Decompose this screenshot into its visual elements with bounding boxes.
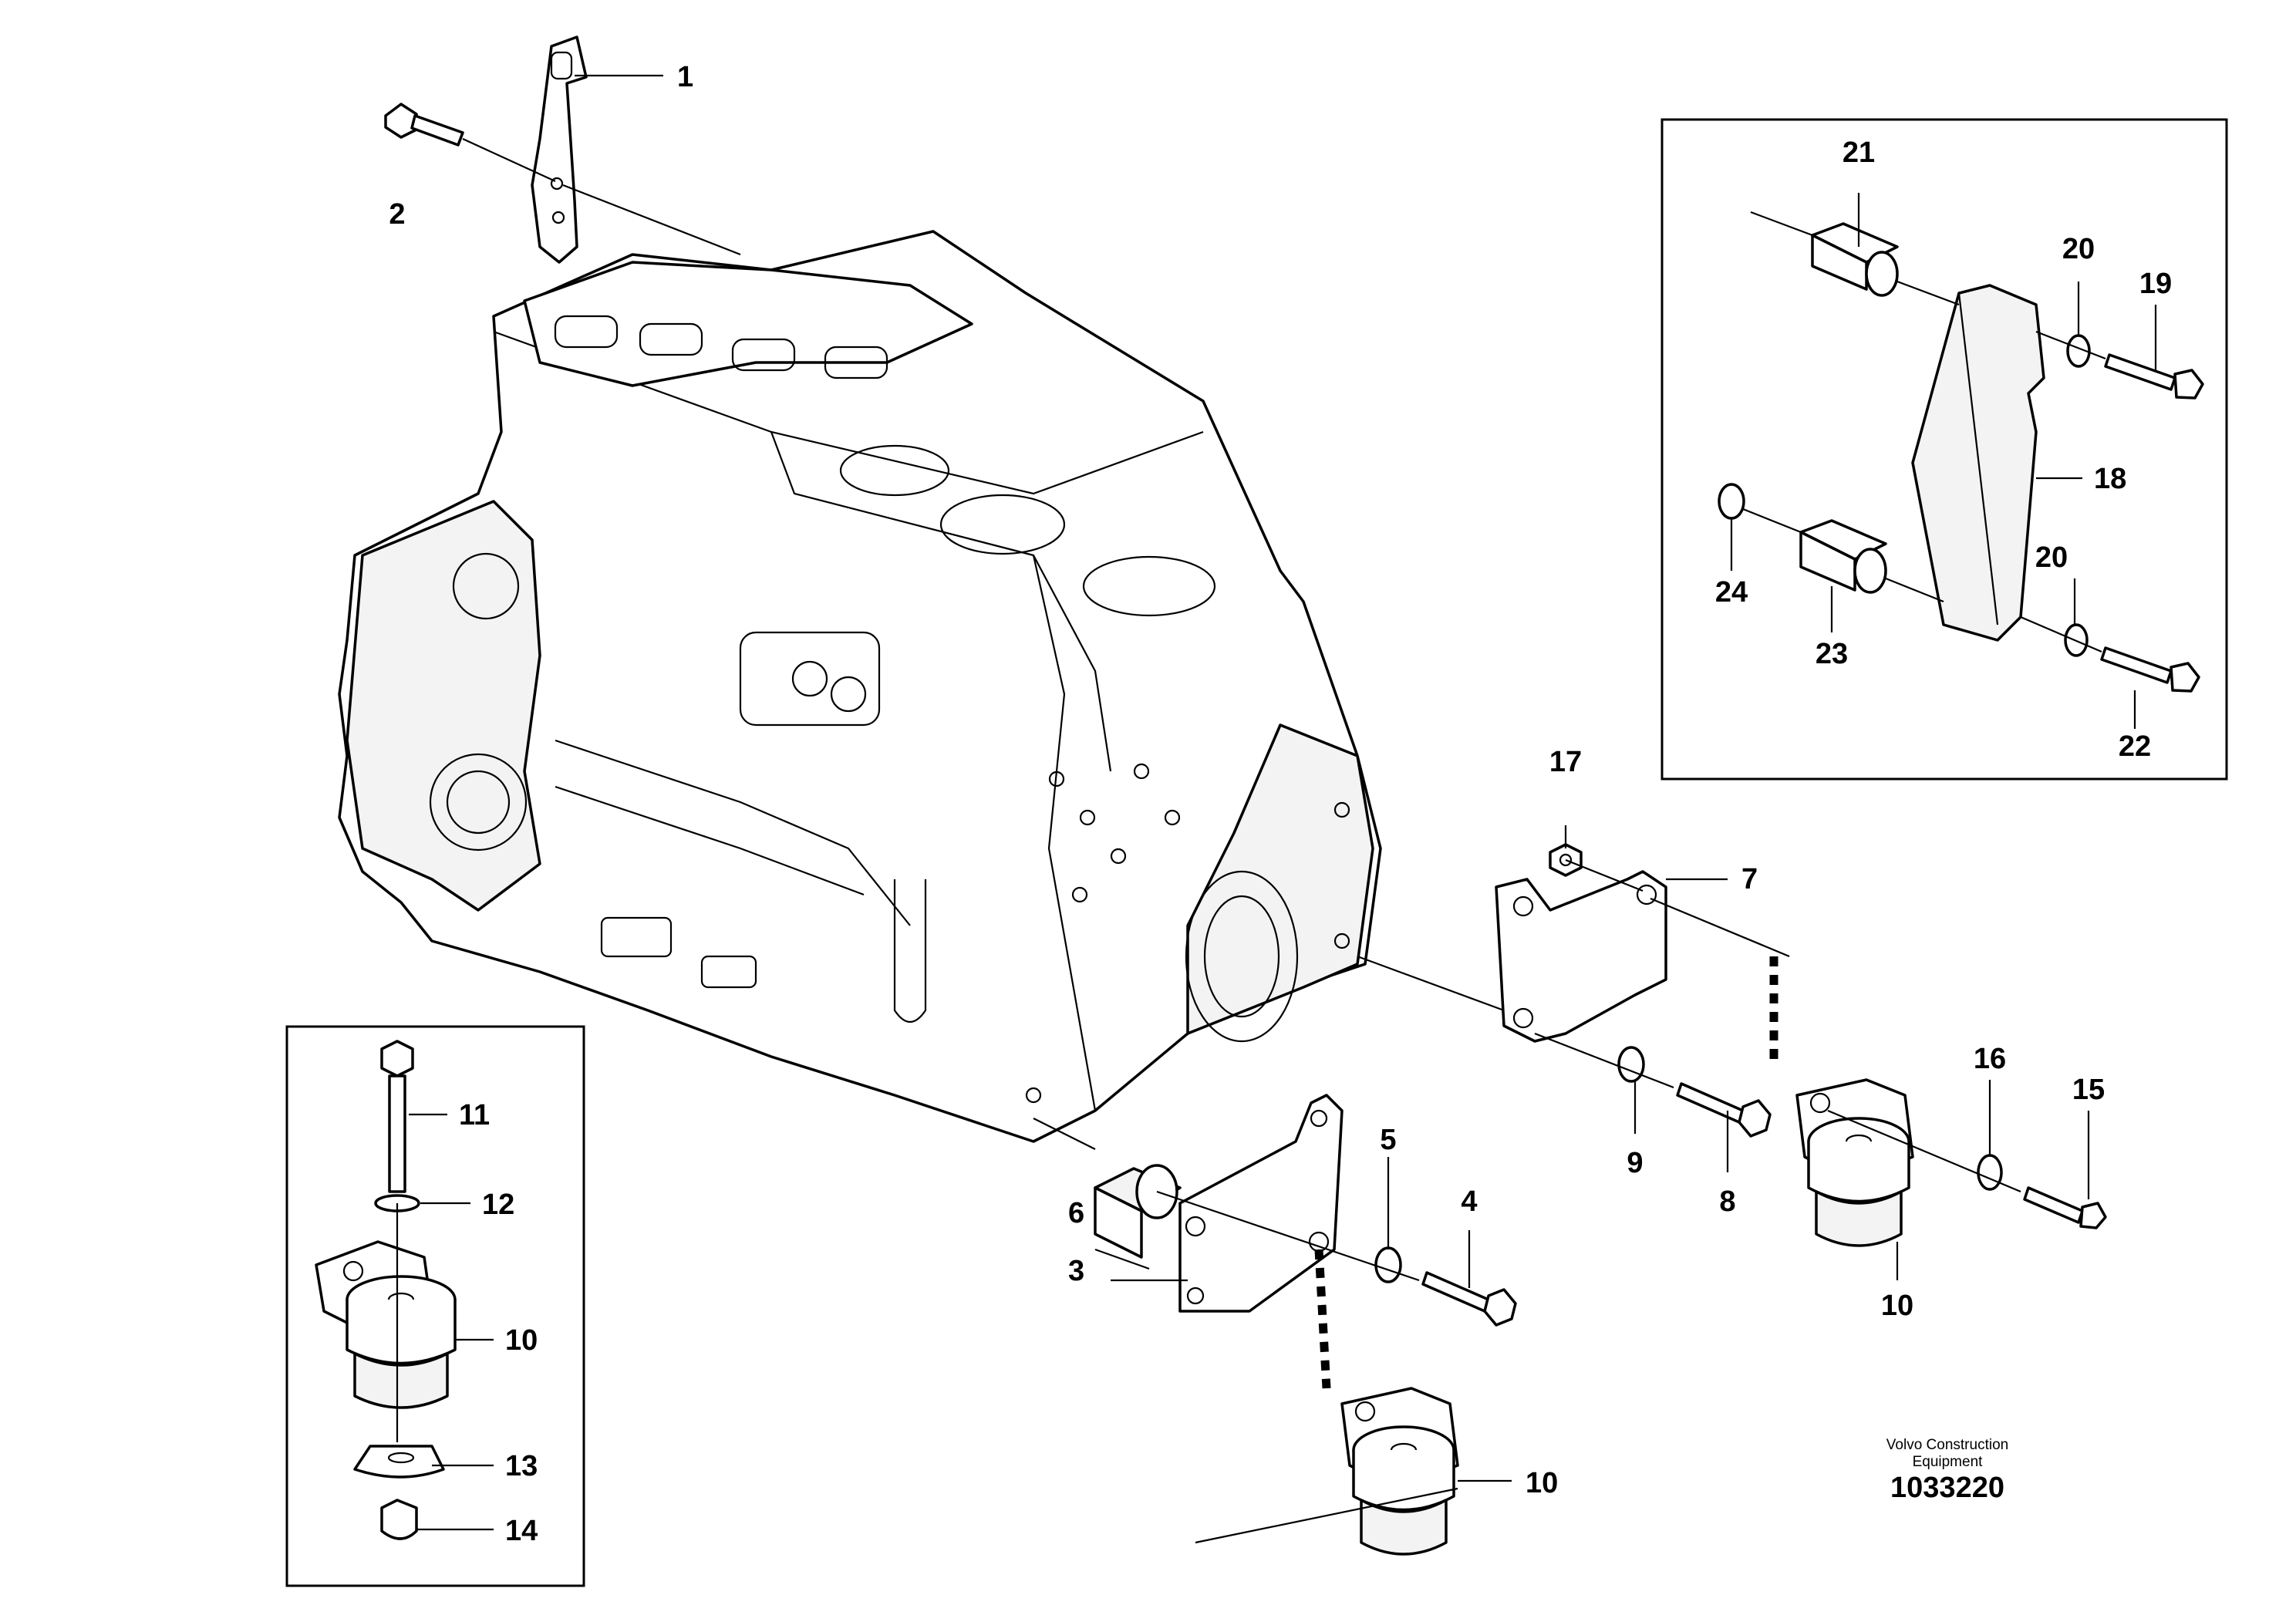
inset-box-upper-right bbox=[1660, 118, 2228, 781]
callout-20-top: 20 bbox=[2062, 233, 2095, 265]
lifting-eye-part-1 bbox=[531, 35, 588, 264]
callout-7: 7 bbox=[1741, 863, 1758, 895]
caption-company-line2: Equipment bbox=[1912, 1454, 1983, 1470]
callout-8: 8 bbox=[1719, 1185, 1735, 1218]
callout-24: 24 bbox=[1715, 576, 1748, 609]
callout-22: 22 bbox=[2119, 730, 2151, 763]
callout-2: 2 bbox=[389, 198, 405, 231]
rubber-mount-part-10-bottom bbox=[1340, 1387, 1459, 1556]
callout-6: 6 bbox=[1068, 1197, 1084, 1229]
callout-labels: 1 2 3 4 5 6 7 8 9 10 10 10 11 12 13 14 1… bbox=[389, 61, 2172, 1547]
bolt-part-2 bbox=[384, 103, 464, 147]
bolt-part-15 bbox=[2023, 1186, 2107, 1229]
callout-15: 15 bbox=[2072, 1074, 2105, 1106]
inset-box-lower-left bbox=[285, 1025, 585, 1587]
callout-18: 18 bbox=[2094, 463, 2126, 495]
callout-12: 12 bbox=[482, 1189, 514, 1221]
caption-drawing-number: 1033220 bbox=[1890, 1472, 2004, 1504]
caption-block: Volvo Construction Equipment 1033220 bbox=[1774, 1437, 2121, 1505]
rubber-mount-part-10-right bbox=[1795, 1078, 1914, 1247]
mount-bracket-part-7 bbox=[1495, 870, 1667, 1043]
mount-bracket-part-3 bbox=[1178, 1094, 1344, 1313]
washer-part-5 bbox=[1374, 1246, 1402, 1283]
callout-21: 21 bbox=[1843, 137, 1875, 169]
callout-1: 1 bbox=[677, 61, 693, 93]
callout-9: 9 bbox=[1627, 1147, 1643, 1179]
callout-10-inset: 10 bbox=[505, 1324, 538, 1357]
callout-20-bottom: 20 bbox=[2035, 541, 2068, 574]
leader-lines bbox=[409, 74, 2157, 1544]
callout-3: 3 bbox=[1068, 1255, 1084, 1287]
caption-company: Volvo Construction bbox=[1886, 1437, 2009, 1453]
callout-11: 11 bbox=[459, 1099, 490, 1131]
washer-part-16 bbox=[1977, 1154, 2003, 1191]
callout-17: 17 bbox=[1549, 746, 1582, 778]
engine-block bbox=[338, 230, 1382, 1143]
callout-13: 13 bbox=[505, 1450, 538, 1482]
callout-19: 19 bbox=[2139, 268, 2172, 300]
callout-10-bottom: 10 bbox=[1526, 1467, 1558, 1499]
callout-4: 4 bbox=[1461, 1185, 1477, 1218]
bolt-part-8 bbox=[1676, 1082, 1772, 1138]
spacer-part-6 bbox=[1094, 1164, 1182, 1259]
callout-5: 5 bbox=[1380, 1124, 1396, 1156]
callout-10-right: 10 bbox=[1881, 1290, 1913, 1322]
bolt-part-4 bbox=[1421, 1271, 1517, 1327]
washer-part-9 bbox=[1617, 1046, 1645, 1083]
callout-23: 23 bbox=[1816, 638, 1848, 670]
callout-16: 16 bbox=[1974, 1043, 2006, 1075]
callout-14: 14 bbox=[505, 1515, 538, 1547]
